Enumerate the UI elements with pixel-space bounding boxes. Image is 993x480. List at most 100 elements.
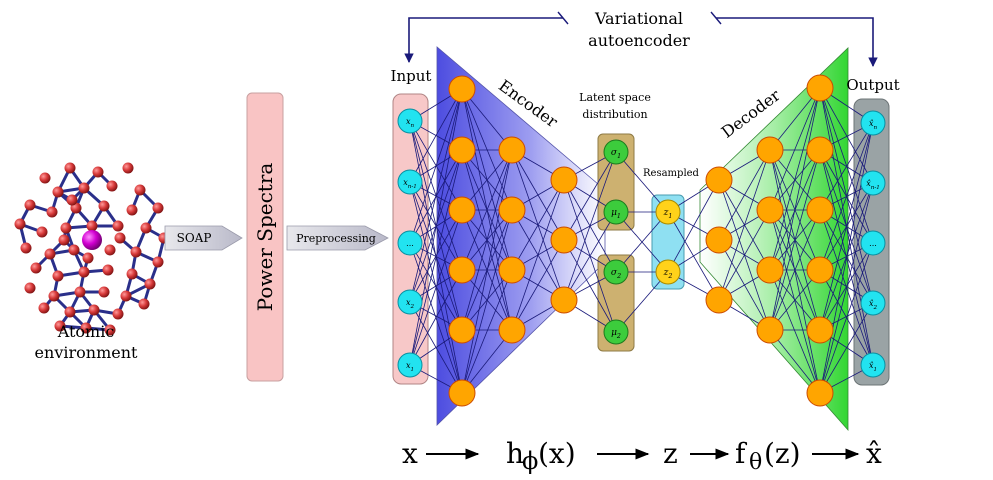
vae-bracket: Variational autoencoder (404, 9, 878, 67)
molecule-atom (112, 220, 124, 232)
node-label: z1 (663, 208, 673, 220)
output-label: Output (846, 76, 899, 94)
network-edge (615, 151, 669, 213)
molecule-atom (122, 162, 134, 174)
eq-x: x (402, 437, 418, 470)
resampled-label: Resampled (643, 168, 700, 179)
hidden-node (705, 226, 733, 254)
hidden-node (806, 136, 834, 164)
hidden-node (448, 196, 476, 224)
molecule-atom (98, 286, 110, 298)
molecule-atom (86, 220, 98, 232)
eq-theta: θ (749, 450, 762, 475)
hidden-node (705, 286, 733, 314)
atomic-label-line1: Atomic (57, 322, 115, 341)
network-edge (511, 179, 565, 331)
output-node (860, 230, 886, 256)
network-edge (409, 88, 463, 244)
molecule-atom (140, 222, 152, 234)
molecule-atom (52, 186, 64, 198)
molecule-atom (106, 180, 118, 192)
network-edge (819, 122, 874, 271)
node-label: σ1 (611, 148, 621, 160)
network-edge (718, 149, 771, 301)
eq-f: f (735, 437, 748, 470)
node-label: x1 (406, 361, 414, 373)
sigma-node (603, 259, 629, 285)
hidden-node (705, 166, 733, 194)
molecule-atom (102, 264, 114, 276)
molecule-atom (38, 302, 50, 314)
eq-h: h (506, 437, 524, 470)
network-edge (563, 211, 617, 301)
hidden-node (498, 256, 526, 284)
network-edge (615, 271, 669, 333)
network-edge (409, 269, 463, 366)
hidden-node (806, 379, 834, 407)
node-label: μ2 (611, 328, 621, 340)
molecule-atom (64, 162, 76, 174)
hidden-node (448, 75, 476, 103)
molecule-atom (30, 262, 42, 274)
network-edge (769, 209, 821, 331)
molecule-atom (126, 204, 138, 216)
molecule-atom (92, 166, 104, 178)
hidden-node (550, 286, 578, 314)
hidden-node (550, 226, 578, 254)
molecule-atom (52, 270, 64, 282)
hidden-node (806, 316, 834, 344)
network-edge (461, 149, 513, 331)
network-edge (819, 302, 874, 394)
output-node (860, 110, 886, 136)
hidden-node (756, 196, 784, 224)
node-label: σ2 (611, 268, 621, 280)
soap-arrow: SOAP (164, 225, 243, 251)
network-edge (819, 242, 874, 394)
molecule-atom (39, 172, 51, 184)
node-label: μ1 (611, 208, 621, 220)
network-edge (461, 269, 513, 394)
node-label: ... (406, 239, 414, 248)
network-edge (819, 182, 874, 394)
molecule-atom (98, 200, 110, 212)
output-node (860, 352, 886, 378)
network-nodes: xnxn-1...x2x1σ1μ1σ2μ2z1z2x̂nx̂n-1...x̂2x… (397, 74, 886, 407)
network-edge (409, 88, 463, 303)
molecule-atom (46, 206, 58, 218)
node-label: xn (406, 117, 415, 129)
molecule-atom (144, 278, 156, 290)
atomic-environment-illustration (14, 162, 170, 336)
vae-label-line2: autoencoder (588, 31, 690, 50)
network-edge (511, 239, 565, 331)
network-edge (819, 122, 874, 211)
molecule-atom (112, 308, 124, 320)
network-edge (769, 149, 821, 331)
eq-phi: ϕ (522, 447, 538, 475)
hidden-node (806, 256, 834, 284)
input-node (397, 289, 423, 315)
molecule-atom (152, 202, 164, 214)
node-label: z2 (663, 268, 673, 280)
molecule-atom (14, 218, 26, 230)
vae-label-line1: Variational (594, 9, 683, 28)
network-edge (409, 88, 463, 366)
molecule-atom (78, 266, 90, 278)
molecule-atom (58, 234, 70, 246)
soap-label: SOAP (177, 231, 212, 245)
molecule-atom (54, 320, 66, 332)
node-label: x̂n (869, 119, 878, 131)
molecule-atom (88, 304, 100, 316)
network-edge (769, 87, 821, 331)
molecule-atom (60, 222, 72, 234)
network-edge (409, 209, 463, 366)
network-edge (563, 151, 617, 241)
latent-label-line1: Latent space (579, 91, 651, 104)
eq-xhat: x̂ (866, 437, 882, 470)
mu-node (603, 199, 629, 225)
molecule-atom (80, 322, 92, 334)
molecule-atom (66, 194, 78, 206)
molecule-atom (74, 286, 86, 298)
molecule-atom (130, 246, 142, 258)
eq-z: z (663, 437, 678, 470)
network-edge (769, 87, 821, 211)
